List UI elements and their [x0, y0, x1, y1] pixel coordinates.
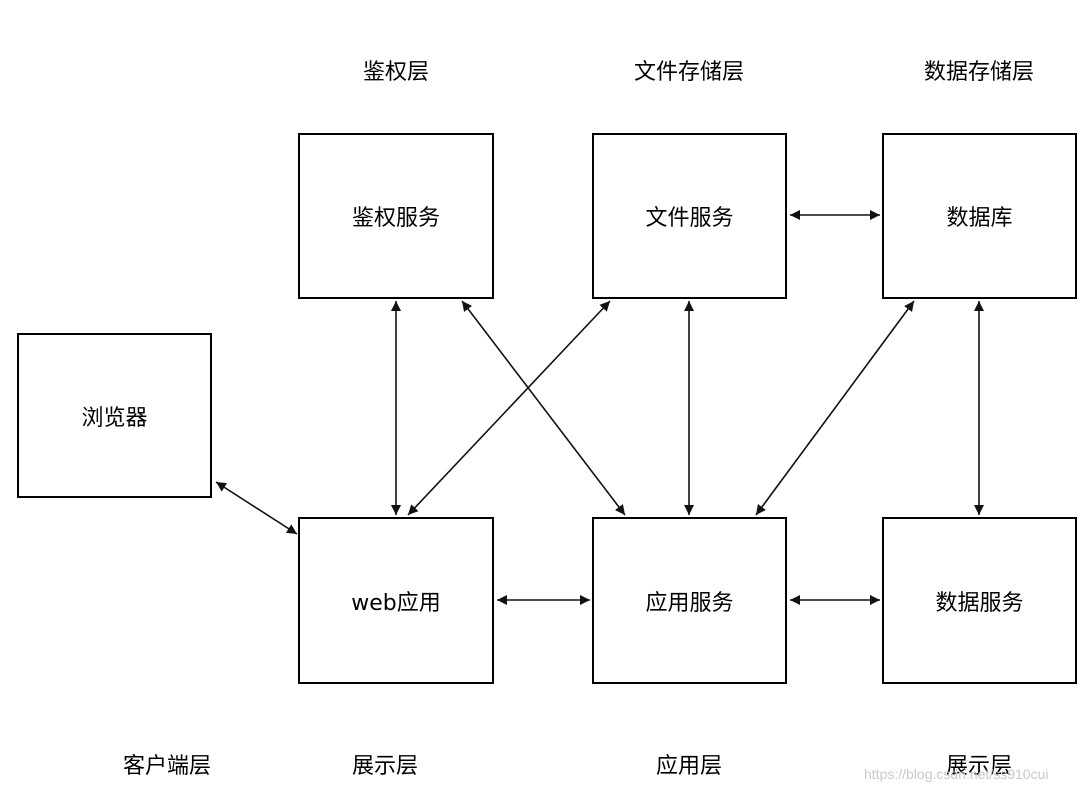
- node-app-service: 应用服务: [592, 517, 787, 684]
- layer-label-auth: 鉴权层: [362, 60, 430, 85]
- node-database: 数据库: [882, 133, 1077, 299]
- watermark: https://blog.csdn.net/ss910cui: [864, 766, 1049, 782]
- layer-label-presentation-2: 展示层: [945, 754, 1013, 779]
- edge-auth-service-app-service: [461, 300, 626, 516]
- edge-database-app-service: [755, 300, 915, 516]
- layer-label-client: 客户端层: [122, 754, 212, 779]
- node-web-app: web应用: [298, 517, 494, 684]
- node-auth-service: 鉴权服务: [298, 133, 494, 299]
- edge-file-service-web-app: [407, 300, 611, 516]
- layer-label-application: 应用层: [655, 754, 723, 779]
- node-browser: 浏览器: [17, 333, 212, 498]
- node-file-service: 文件服务: [592, 133, 787, 299]
- node-data-service: 数据服务: [882, 517, 1077, 684]
- layer-label-file-storage: 文件存储层: [633, 60, 745, 85]
- edge-browser-web-app: [215, 481, 298, 535]
- layer-label-data-storage: 数据存储层: [923, 60, 1035, 85]
- layer-label-presentation: 展示层: [351, 754, 419, 779]
